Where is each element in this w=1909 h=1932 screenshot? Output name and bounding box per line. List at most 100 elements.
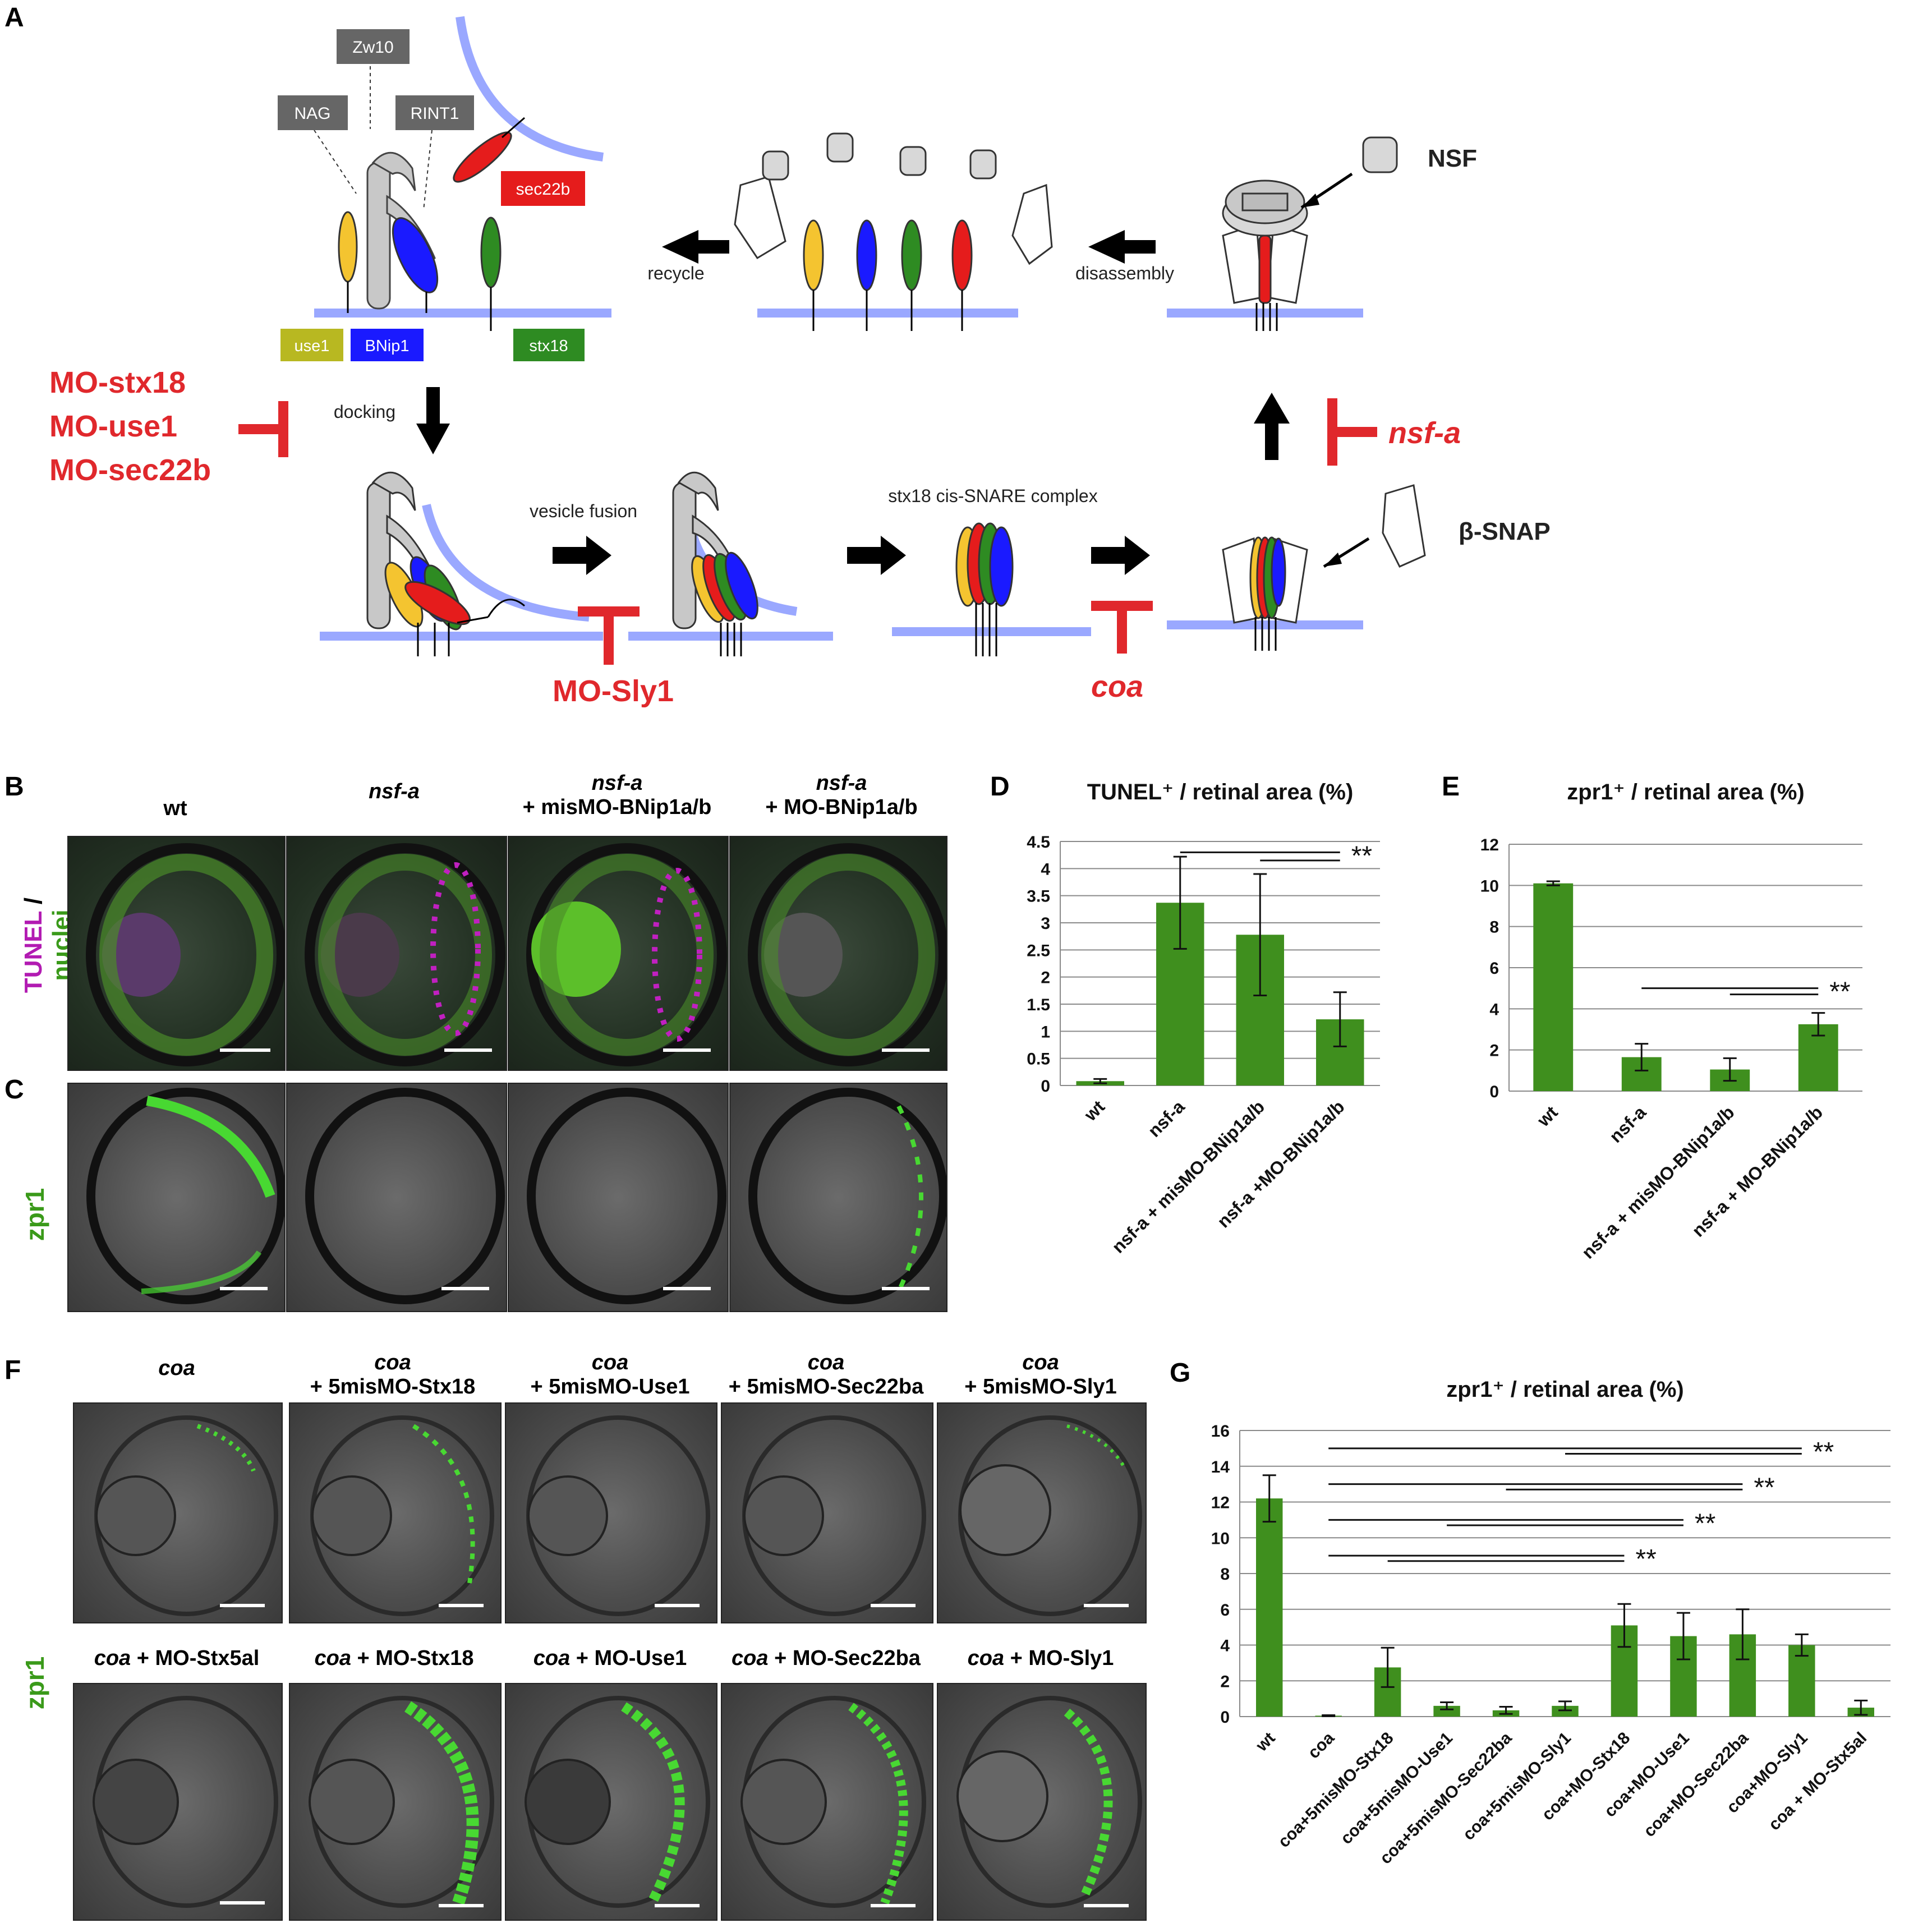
nsf-label: NSF — [1428, 145, 1477, 172]
stx18-protein-top — [480, 217, 502, 288]
panel-letter-f: F — [4, 1355, 21, 1385]
chart-d: TUNEL⁺ / retinal area (%)00.511.522.533.… — [1027, 780, 1380, 1257]
inhibitor-mo-use1: MO-use1 — [49, 410, 177, 443]
x-tick-label: coa + MO-Stx5al — [1765, 1729, 1870, 1834]
image-c-nsf-a-mismo — [508, 1083, 729, 1312]
use1-free — [803, 219, 824, 291]
y-tick-label: 3 — [1041, 914, 1050, 933]
f-header-top-2: coa+ 5misMO-Stx18 — [310, 1351, 476, 1399]
use1-protein-top — [338, 211, 358, 283]
image-f-5mis-use1 — [505, 1402, 717, 1623]
y-tick-label: 10 — [1211, 1529, 1230, 1548]
x-tick-label: coa+MO-Sec22ba — [1640, 1728, 1752, 1841]
b-header-4: nsf-a + MO-BNip1a/b — [765, 771, 918, 819]
image-b-wt — [67, 836, 286, 1071]
image-f-coa-stx5al — [73, 1683, 283, 1921]
y-tick-label: 8 — [1489, 918, 1499, 937]
bnip1-free — [856, 219, 877, 291]
y-tick-label: 0 — [1489, 1083, 1499, 1101]
bsnap-free-1 — [734, 176, 786, 260]
inhibitor-mo-sec22b: MO-sec22b — [49, 453, 211, 487]
x-tick-label: nsf-a — [1144, 1096, 1189, 1141]
label-zw10: Zw10 — [337, 29, 410, 64]
disassembly-arrow — [1088, 230, 1156, 264]
significance-marker: ** — [1813, 1437, 1834, 1467]
inhibitor-mo-stx18: MO-stx18 — [49, 366, 186, 399]
docked-complex — [366, 471, 471, 631]
x-tick-label: coa — [1304, 1728, 1338, 1762]
y-tick-label: 8 — [1220, 1565, 1230, 1584]
image-f-5mis-sec22ba — [721, 1402, 933, 1623]
y-tick-label: 1 — [1041, 1023, 1050, 1041]
bsnap-arrow — [1091, 536, 1150, 575]
f-header-bottom-1: coa + MO-Stx5al — [94, 1646, 260, 1670]
bnip1-protein-top — [392, 217, 439, 293]
nsf-hexamer-unit — [1362, 136, 1398, 173]
significance-marker: ** — [1695, 1508, 1715, 1538]
vesicle-membrane-1 — [456, 16, 604, 162]
chart-title: TUNEL⁺ / retinal area (%) — [1087, 780, 1354, 804]
b-header-2: nsf-a — [369, 780, 420, 803]
image-f-coa-mo-sec22ba — [721, 1683, 933, 1921]
bar — [1433, 1705, 1460, 1717]
sec22b-vesicle-protein — [453, 131, 512, 183]
x-tick-label: wt — [1533, 1102, 1562, 1131]
f-header-top-1: coa — [158, 1356, 195, 1380]
cis-arrow — [847, 536, 906, 575]
inhibitor-nsf-a: nsf-a — [1388, 416, 1461, 450]
bar — [1552, 1705, 1579, 1717]
image-f-coa — [73, 1402, 283, 1623]
significance-marker: ** — [1829, 977, 1850, 1007]
label-sec22b: sec22b — [501, 171, 585, 206]
b-header-1: wt — [163, 797, 187, 820]
y-tick-label: 2 — [1489, 1042, 1499, 1060]
f-header-bottom-4: coa + MO-Sec22ba — [732, 1646, 921, 1670]
b-side-label: TUNEL / nuclei — [20, 897, 75, 993]
y-tick-label: 6 — [1220, 1601, 1230, 1620]
y-tick-label: 14 — [1211, 1458, 1230, 1476]
step-recycle: recycle — [647, 263, 704, 283]
inhibitor-mo-sly1: MO-Sly1 — [553, 674, 674, 708]
image-c-nsf-a — [286, 1083, 507, 1312]
label-nag: NAG — [278, 95, 348, 130]
svg-text:stx18: stx18 — [529, 337, 568, 355]
chart-title: zpr1⁺ / retinal area (%) — [1567, 780, 1804, 804]
y-tick-label: 2 — [1041, 969, 1050, 987]
nsf-free-1 — [762, 150, 789, 181]
image-b-nsf-a-mo — [729, 836, 947, 1071]
step-cis: stx18 cis-SNARE complex — [888, 486, 1097, 506]
significance-marker: ** — [1754, 1473, 1774, 1503]
panel-letter-b: B — [4, 772, 24, 802]
y-tick-label: 12 — [1211, 1494, 1230, 1512]
vesicle-membrane-2 — [422, 504, 590, 622]
image-f-coa-mo-use1 — [505, 1683, 717, 1921]
x-tick-label: wt — [1080, 1096, 1109, 1125]
panel-letter-g: G — [1170, 1358, 1191, 1388]
y-tick-label: 10 — [1480, 877, 1499, 895]
image-c-nsf-a-mo — [729, 1083, 947, 1312]
svg-text:BNip1: BNip1 — [365, 337, 410, 355]
f-header-top-5: coa+ 5misMO-Sly1 — [964, 1351, 1117, 1399]
svg-text:RINT1: RINT1 — [411, 104, 459, 123]
x-tick-label: coa+5misMO-Stx18 — [1275, 1729, 1397, 1851]
image-f-coa-mo-sly1 — [937, 1683, 1147, 1921]
cis-snare-complex — [955, 522, 1014, 607]
panel-letter-d: D — [990, 772, 1010, 802]
step-fusion: vesicle fusion — [530, 501, 637, 521]
y-tick-label: 0.5 — [1027, 1050, 1050, 1069]
nsf-free-3 — [899, 146, 927, 176]
c-side-label: zpr1 — [20, 1188, 49, 1241]
inhibitor-coa: coa — [1091, 670, 1143, 703]
x-tick-label: coa+5misMO-Use1 — [1337, 1729, 1456, 1848]
label-bnip1: BNip1 — [351, 329, 424, 361]
image-f-5mis-sly1 — [937, 1402, 1147, 1623]
bar — [1256, 1498, 1283, 1717]
nsf-complex — [1222, 180, 1308, 304]
y-tick-label: 4.5 — [1027, 833, 1050, 852]
y-tick-label: 4 — [1041, 860, 1050, 878]
sec22b-free — [951, 219, 973, 291]
x-tick-label: nsf-a + misMO-BNip1a/b — [1108, 1096, 1268, 1257]
docking-arrow — [416, 387, 450, 454]
y-tick-label: 12 — [1480, 836, 1499, 854]
